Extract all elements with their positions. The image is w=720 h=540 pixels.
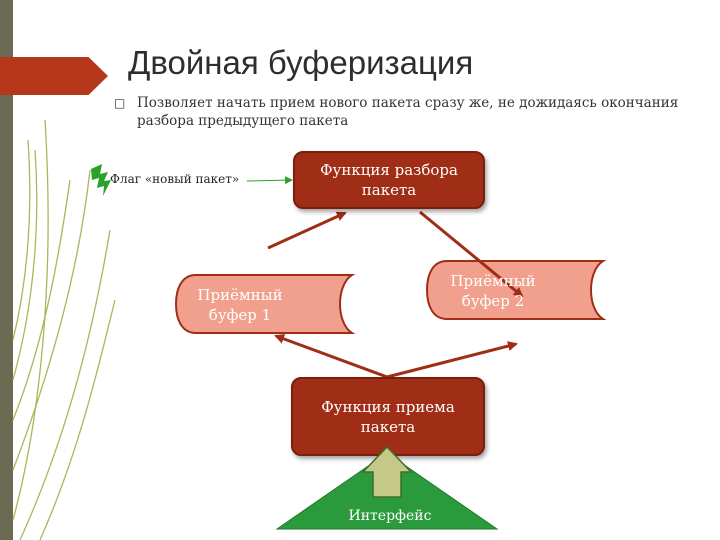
arrow-receive-to-buffer2 bbox=[386, 341, 518, 379]
receive-function-box: Функция приема пакета bbox=[291, 377, 485, 456]
arrow-parse-to-buffer2 bbox=[419, 210, 524, 298]
parse-function-box: Функция разбора пакета bbox=[293, 151, 485, 209]
slide-left-band bbox=[0, 0, 13, 540]
arrow-buffer1-to-parse bbox=[267, 211, 347, 250]
parse-function-label: Функция разбора пакета bbox=[320, 161, 458, 199]
receive-function-label: Функция приема пакета bbox=[321, 397, 455, 436]
title-accent-arrow bbox=[0, 57, 108, 95]
up-arrow-icon bbox=[361, 445, 413, 498]
receive-buffer-2-label: Приёмный буфер 2 bbox=[450, 272, 536, 310]
receive-buffer-1-shape bbox=[174, 274, 356, 334]
bullet-text: Позволяет начать прием нового пакета сра… bbox=[137, 95, 679, 129]
flag-arrow bbox=[246, 176, 293, 185]
bullet-square-icon: □ bbox=[114, 96, 126, 110]
lightning-bolt-icon bbox=[91, 164, 111, 196]
receive-buffer-1-label: Приёмный буфер 1 bbox=[197, 286, 283, 324]
interface-label: Интерфейс bbox=[348, 508, 432, 524]
arrow-receive-to-buffer1 bbox=[274, 334, 388, 379]
flag-label: Флаг «новый пакет» bbox=[110, 172, 240, 186]
slide-title: Двойная буферизация bbox=[128, 44, 474, 81]
